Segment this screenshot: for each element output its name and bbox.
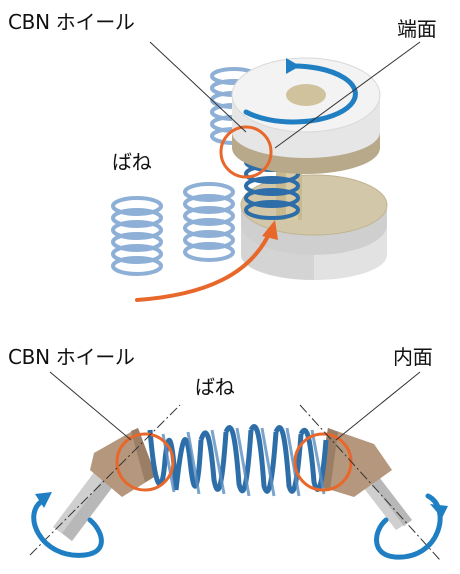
label-inner-surface: 内面: [393, 345, 433, 369]
contact-highlight-left: [115, 432, 175, 492]
rotation-arrow-icon: [243, 63, 358, 125]
label-top-cbn-wheel: CBN ホイール: [8, 10, 135, 34]
axis-line-left: [29, 404, 181, 556]
feed-arrowhead: [262, 220, 278, 240]
left-wheel-assembly: [53, 428, 156, 541]
feed-arrow-icon: [135, 230, 272, 302]
leader-line-wheel-bottom: [49, 371, 132, 441]
spring-light-left: [111, 196, 163, 276]
label-top-spring: ばね: [112, 150, 152, 174]
rotation-arrowhead: [286, 58, 300, 74]
leader-line-wheel-top: [149, 41, 247, 133]
bottom-diagram: [29, 371, 448, 561]
label-end-face: 端面: [397, 17, 437, 41]
rotation-arrow-left-icon: [31, 492, 104, 558]
spring-horizontal: [147, 424, 329, 494]
leader-line-inner: [335, 371, 421, 441]
top-diagram: [111, 41, 421, 302]
axis-line-right: [299, 404, 441, 561]
right-wheel-assembly: [318, 428, 412, 530]
contact-highlight-top: [219, 125, 273, 179]
label-bottom-cbn-wheel: CBN ホイール: [8, 345, 135, 369]
leader-line-endface: [274, 41, 421, 149]
spring-horizontal-back: [161, 427, 326, 497]
rotation-arrow-right-icon: [374, 493, 448, 560]
spring-light-middle: [183, 182, 235, 262]
label-bottom-spring: ばね: [195, 375, 235, 399]
